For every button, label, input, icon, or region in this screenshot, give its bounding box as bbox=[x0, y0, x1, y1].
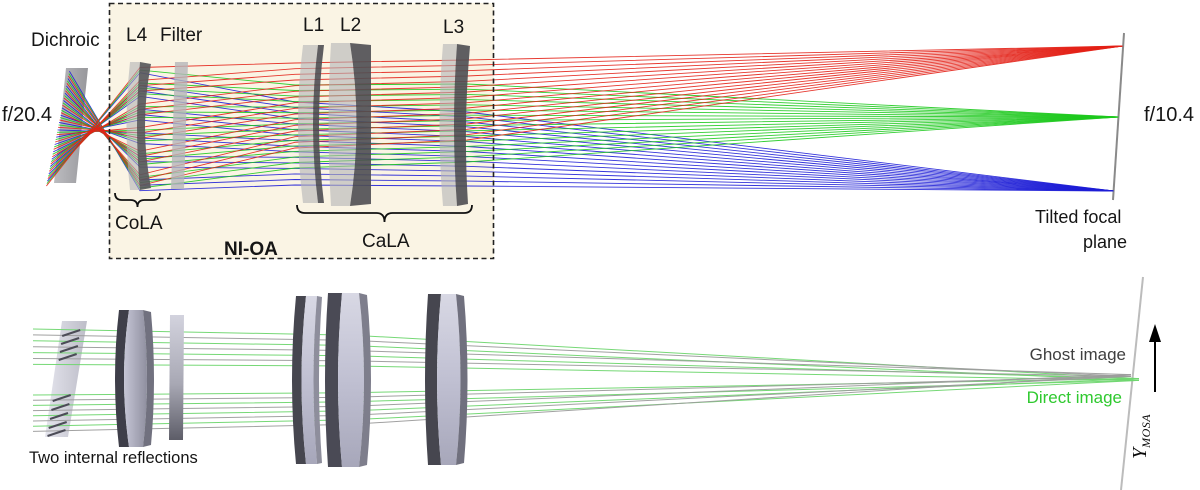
y-mosa-axis-label: YMOSA bbox=[1129, 414, 1154, 459]
two-internal-reflections-label: Two internal reflections bbox=[29, 449, 198, 467]
ghost-image-label: Ghost image bbox=[1029, 345, 1126, 364]
internal-reflection-marks bbox=[47, 329, 81, 437]
dichroic-label: Dichroic bbox=[31, 30, 100, 51]
filter-element bbox=[171, 62, 188, 189]
cala-brace bbox=[296, 204, 473, 223]
ni-oa-label: NI-OA bbox=[224, 239, 278, 260]
rgb-ray-bundles bbox=[46, 45, 1123, 192]
lens-l1-element bbox=[298, 45, 324, 203]
ghost-lens-l3-element bbox=[425, 294, 468, 465]
tilted-focal-plane-line bbox=[1112, 32, 1125, 201]
ghost-lens-l1-element bbox=[292, 296, 322, 464]
lens-l3-label: L3 bbox=[443, 17, 465, 38]
lens-l1-label: L1 bbox=[303, 15, 325, 36]
output-f-number: f/10.4 bbox=[1144, 104, 1195, 126]
ghost-thick-lens-element bbox=[115, 310, 154, 447]
filter-label: Filter bbox=[160, 25, 203, 46]
y-axis-subscript: MOSA bbox=[1139, 413, 1153, 448]
cola-label: CoLA bbox=[115, 213, 163, 234]
ghost-filter-element bbox=[169, 315, 184, 440]
cala-label: CaLA bbox=[362, 231, 410, 252]
input-f-number: f/20.4 bbox=[2, 104, 53, 126]
ghost-lens-l2-element bbox=[325, 293, 371, 467]
mosa-focal-plane-line bbox=[1120, 276, 1144, 490]
lens-l2-element bbox=[328, 43, 371, 206]
ni-oa-dashed-box bbox=[108, 2, 495, 260]
lens-l3-element bbox=[439, 44, 470, 206]
ghost-direct-ray-bundles bbox=[32, 328, 1140, 432]
direct-image-label: Direct image bbox=[1026, 388, 1122, 407]
lens-l2-label: L2 bbox=[340, 15, 362, 36]
lens-l4-label: L4 bbox=[126, 25, 148, 46]
cola-brace bbox=[114, 192, 161, 208]
tilted-focal-plane-label-line2: plane bbox=[1083, 232, 1128, 252]
y-axis-symbol: Y bbox=[1129, 447, 1151, 459]
lens-l4-element bbox=[126, 62, 151, 190]
y-mosa-arrow-icon bbox=[1149, 324, 1161, 392]
tilted-focal-plane-label-line1: Tilted focal bbox=[1035, 207, 1122, 227]
